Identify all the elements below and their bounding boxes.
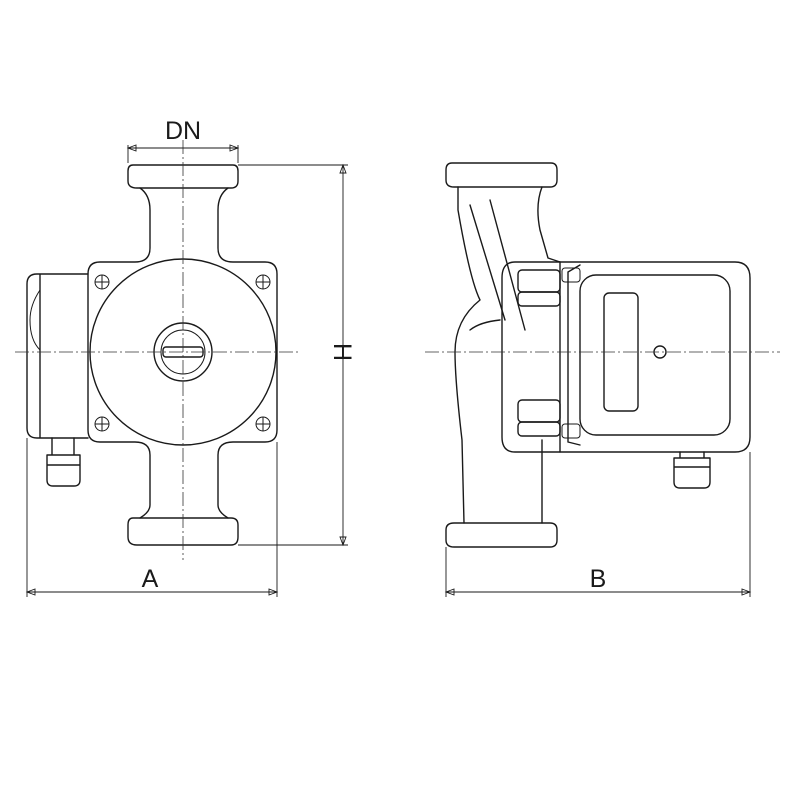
label-h: H bbox=[328, 343, 356, 361]
side-clamp-lower-2 bbox=[517, 421, 561, 437]
label-a: A bbox=[142, 565, 159, 593]
front-cable-gland bbox=[46, 437, 81, 487]
dimension-a: A bbox=[25, 438, 279, 597]
front-bottom-flange bbox=[127, 517, 239, 546]
side-bottom-flange bbox=[445, 522, 558, 548]
side-clamp-lower bbox=[517, 399, 561, 423]
side-pipe-body bbox=[454, 186, 561, 524]
side-top-flange bbox=[445, 162, 558, 188]
label-b: B bbox=[590, 565, 607, 593]
side-clamp-upper bbox=[517, 269, 561, 293]
front-view bbox=[15, 140, 300, 560]
side-motor-inner bbox=[579, 274, 731, 436]
side-cable-gland bbox=[673, 451, 711, 489]
side-coupling bbox=[559, 261, 581, 453]
front-body bbox=[87, 187, 278, 519]
side-view bbox=[425, 162, 780, 548]
dimension-h: H bbox=[238, 163, 356, 547]
front-bolt-holes bbox=[94, 274, 271, 432]
dimension-dn: DN bbox=[126, 117, 240, 163]
dimension-b: B bbox=[444, 452, 752, 597]
front-top-flange bbox=[127, 164, 239, 189]
side-motor-housing bbox=[501, 261, 751, 453]
front-terminal-cover bbox=[29, 289, 41, 351]
side-clamp-tab-upper bbox=[561, 267, 581, 283]
label-dn: DN bbox=[165, 117, 201, 145]
side-clamp-tab-lower bbox=[561, 423, 581, 439]
side-clamp-upper-2 bbox=[517, 291, 561, 307]
front-terminal-box bbox=[26, 273, 89, 439]
